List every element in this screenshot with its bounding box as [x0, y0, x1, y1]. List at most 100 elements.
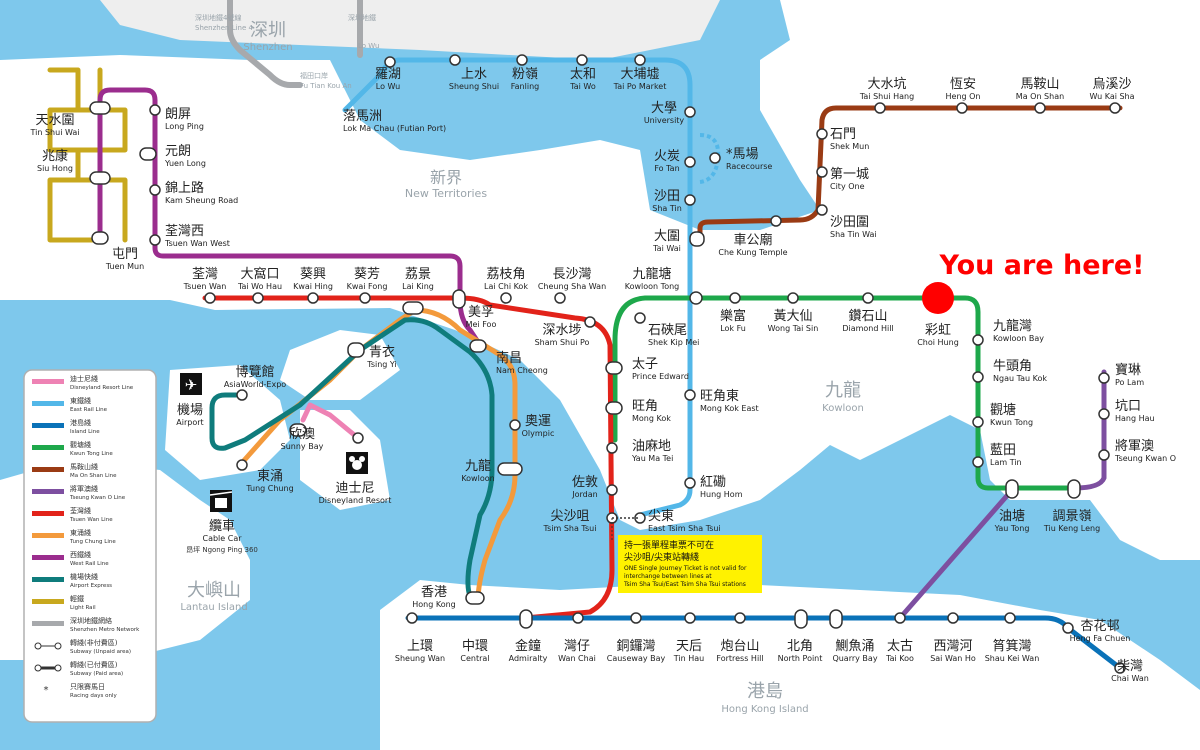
mickey-icon	[346, 452, 368, 474]
station-name-zh: 鰂魚涌	[835, 639, 874, 654]
legend-swatch	[32, 401, 64, 406]
station-name-en: Mei Foo	[466, 320, 497, 329]
legend-label-en: Light Rail	[70, 605, 96, 611]
station-name-zh: 樂富	[720, 308, 746, 324]
shenzhen-line4-en: Shenzhen Line 4	[195, 24, 254, 32]
station-name-en: Tai Wo Hau	[237, 282, 282, 291]
station-name-zh: 石門	[830, 127, 856, 142]
kwun-tong-line	[612, 295, 1078, 491]
station-name-en: Choi Hung	[917, 338, 959, 347]
station-name-en: Shek Kip Mei	[648, 338, 699, 347]
station-name-en: Tsuen Wan	[183, 282, 227, 291]
region-labels: 深圳 Shenzhen 新界 New Territories 九龍 Kowloo…	[180, 20, 864, 715]
legend-swatch	[32, 467, 64, 472]
station-name-zh: 大圍	[654, 229, 680, 244]
station-name-en: Ma On Shan	[1016, 92, 1064, 101]
station-name-zh: 九龍	[465, 458, 491, 474]
station-name-zh: 元朗	[165, 144, 191, 159]
station-name-en: Kowloon Tong	[625, 282, 679, 291]
legend-label-en: Tsuen Wan Line	[69, 517, 113, 523]
station-name-en: Kowloon Bay	[993, 334, 1044, 343]
station-name-en: Kwai Fong	[347, 282, 388, 291]
station-name-zh: 葵興	[300, 267, 326, 282]
station-name-zh: 大學	[651, 101, 677, 116]
you-are-here-label: You are here!	[939, 250, 1145, 281]
legend-item-kwun-tong-line: 觀塘綫 Kwun Tong Line	[32, 440, 113, 457]
station-name-en: Tiu Keng Leng	[1043, 524, 1100, 533]
legend-label-zh: 馬鞍山綫	[70, 462, 98, 471]
tsuen-wan-line	[202, 295, 615, 621]
station-name-zh: 觀塘	[990, 402, 1016, 418]
region-lantau-en: Lantau Island	[180, 602, 247, 613]
station-name-en: Lam Tin	[990, 458, 1022, 467]
station-name-en: Che Kung Temple	[718, 248, 787, 257]
station-name-en: Cheung Sha Wan	[538, 282, 606, 291]
station-name-en: Yuen Long	[164, 159, 206, 168]
mtr-lines	[47, 57, 1123, 671]
station-name-en: Siu Hong	[37, 164, 73, 173]
legend-label-en: Disneyland Resort Line	[70, 385, 134, 391]
station-name-zh: 油塘	[999, 508, 1025, 524]
station-name-zh: 粉嶺	[512, 67, 538, 82]
station-name-en: Shek Mun	[830, 142, 869, 151]
legend-label-en: Kwun Tong Line	[70, 451, 113, 457]
legend-label-en: Ma On Shan Line	[70, 473, 117, 479]
region-shenzhen-en: Shenzhen	[243, 42, 292, 53]
station-name-zh: 將軍澳	[1115, 438, 1154, 454]
station-name-en: City One	[830, 182, 865, 191]
station-name-zh: 大埔墟	[620, 67, 659, 82]
station-name-en: AsiaWorld-Expo	[224, 380, 286, 389]
legend-label-zh: 觀塘綫	[70, 440, 91, 449]
station-name-zh: 南昌	[496, 350, 522, 366]
notice-zh-1: 持一張單程車票不可在	[624, 539, 714, 551]
legend-label-zh: 深圳地鐵網絡	[70, 616, 112, 625]
legend-label-en: Shenzhen Metro Network	[70, 627, 140, 633]
airport-icon: ✈	[180, 373, 202, 395]
station-name-zh: 藍田	[990, 443, 1016, 458]
station-name-en: Sham Shui Po	[535, 338, 590, 347]
legend-swatch	[32, 379, 64, 384]
legend-asterisk: *	[44, 685, 49, 696]
station-name-zh: 兆康	[42, 148, 68, 164]
station-name-zh: 尖沙咀	[550, 509, 589, 524]
station-name-en: Tai Wo	[569, 82, 596, 91]
you-are-here-marker	[922, 282, 954, 314]
station-name-en: Tsing Yi	[366, 360, 396, 369]
station-name-zh: *馬場	[726, 147, 759, 162]
station-name-en: Tung Chung	[245, 484, 293, 493]
legend-label-en: Subway (Paid area)	[70, 671, 123, 677]
station-name-zh: 錦上路	[165, 180, 204, 196]
disneyland-line	[300, 402, 361, 441]
legend-label-zh: 輕鐵	[70, 594, 84, 603]
legend-subway-symbol	[34, 664, 42, 672]
station-name-zh: 太古	[887, 639, 913, 654]
